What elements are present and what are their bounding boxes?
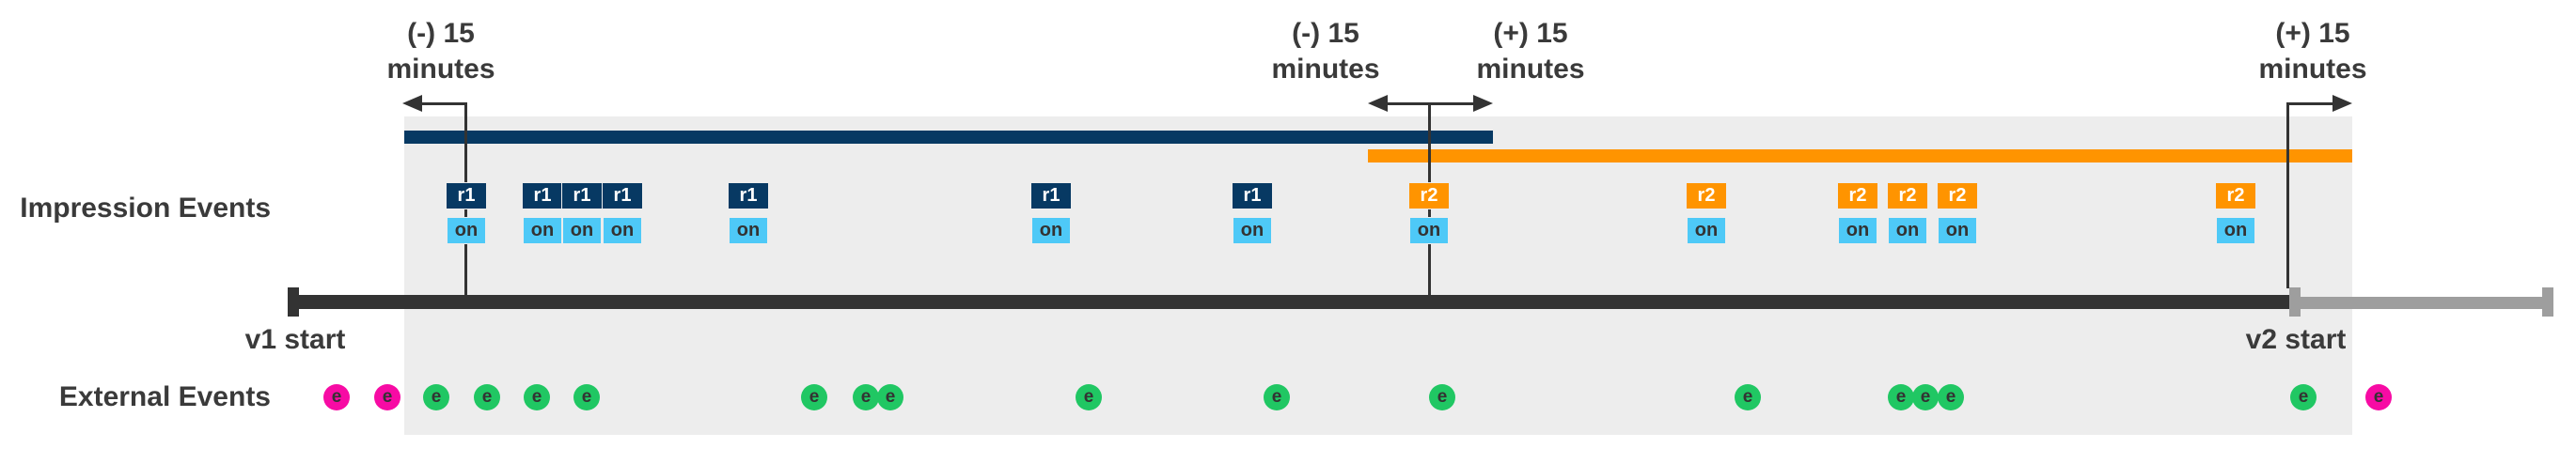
external-event-green: e — [1076, 384, 1102, 410]
impression-event-r2: r2 on — [1888, 183, 1927, 243]
annotation-line1: (-) 15 — [407, 18, 475, 49]
plus-minus-15-arrow-line — [1380, 102, 1480, 105]
external-event-green: e — [524, 384, 550, 410]
impression-event-r1: r1 on — [603, 183, 642, 243]
r2-chip: r2 — [1888, 183, 1927, 209]
impression-event-r1: r1 on — [523, 183, 562, 243]
external-event-green: e — [2290, 384, 2317, 410]
arrowhead-right-icon — [1473, 95, 1493, 112]
arrowhead-left-icon — [1368, 95, 1388, 112]
r2-chip: r2 — [1938, 183, 1977, 209]
r1-active-window-bar — [404, 131, 1493, 144]
external-event-pink: e — [374, 384, 401, 410]
external-event-green: e — [1735, 384, 1761, 410]
annotation-line2: minutes — [2258, 54, 2367, 85]
annotation-line1: (-) 15 — [1292, 18, 1359, 49]
r2-chip: r2 — [1838, 183, 1877, 209]
external-event-green: e — [423, 384, 449, 410]
on-chip: on — [1688, 218, 1725, 243]
v2-plus-15-marker-line — [2286, 103, 2289, 288]
on-chip: on — [2217, 218, 2254, 243]
r1-chip: r1 — [523, 183, 562, 209]
external-event-pink: e — [323, 384, 350, 410]
impression-event-r2: r2 on — [1409, 183, 1449, 243]
external-event-green: e — [1264, 384, 1290, 410]
on-chip: on — [1889, 218, 1926, 243]
external-event-pink: e — [2365, 384, 2392, 410]
external-events-row-label: External Events — [58, 381, 271, 412]
on-chip: on — [730, 218, 767, 243]
external-event-green: e — [573, 384, 600, 410]
impression-event-r2: r2 on — [2216, 183, 2255, 243]
annotation-minus-15-v1: (-) 15 minutes — [386, 16, 495, 87]
external-event-green: e — [474, 384, 500, 410]
on-chip: on — [1410, 218, 1448, 243]
r2-active-window-bar — [1368, 149, 2352, 162]
arrowhead-right-icon — [2333, 95, 2352, 112]
r2-chip: r2 — [2216, 183, 2255, 209]
arrowhead-left-icon — [402, 95, 422, 112]
external-event-green: e — [1888, 384, 1914, 410]
minus-15-arrow-line — [414, 102, 467, 105]
external-event-green: e — [1938, 384, 1964, 410]
r1-chip: r1 — [1031, 183, 1071, 209]
impression-events-row-label: Impression Events — [20, 193, 271, 224]
external-event-green: e — [1429, 384, 1455, 410]
external-event-green: e — [853, 384, 879, 410]
external-event-green: e — [877, 384, 903, 410]
on-chip: on — [1839, 218, 1877, 243]
on-chip: on — [1032, 218, 1070, 243]
r2-chip: r2 — [1409, 183, 1449, 209]
impression-event-r1: r1 on — [1233, 183, 1272, 243]
annotation-plus-15-end: (+) 15 minutes — [2258, 16, 2366, 87]
impression-event-r2: r2 on — [1838, 183, 1877, 243]
annotation-line2: minutes — [386, 54, 495, 85]
plus-15-arrow-line — [2286, 102, 2337, 105]
on-chip: on — [563, 218, 601, 243]
v2-end-cap — [2542, 287, 2553, 317]
annotation-line2: minutes — [1271, 54, 1380, 85]
annotation-line1: (+) 15 — [2275, 18, 2350, 49]
annotation-line1: (+) 15 — [1493, 18, 1568, 49]
impression-event-r2: r2 on — [1687, 183, 1726, 243]
impression-event-r1: r1 on — [447, 183, 486, 243]
r1-chip: r1 — [729, 183, 768, 209]
r1-chip: r1 — [1233, 183, 1272, 209]
impression-event-r1: r1 on — [1031, 183, 1071, 243]
v2-start-label: v2 start — [2245, 324, 2347, 355]
r1-chip: r1 — [603, 183, 642, 209]
r2-chip: r2 — [1687, 183, 1726, 209]
on-chip: on — [604, 218, 641, 243]
r1-chip: r1 — [562, 183, 602, 209]
v1-timeline-segment — [293, 295, 2289, 309]
impression-event-r1: r1 on — [562, 183, 602, 243]
v1-start-label: v1 start — [244, 324, 346, 355]
background-panel — [404, 116, 2352, 435]
annotation-minus-15-v2: (-) 15 minutes — [1271, 16, 1379, 87]
v2-timeline-segment — [2301, 297, 2545, 309]
r1-chip: r1 — [447, 183, 486, 209]
on-chip: on — [524, 218, 561, 243]
external-event-green: e — [1912, 384, 1939, 410]
on-chip: on — [1233, 218, 1271, 243]
v2-start-cap — [2289, 287, 2301, 317]
annotation-plus-15-v2: (+) 15 minutes — [1476, 16, 1584, 87]
v1-start-cap — [288, 287, 299, 317]
external-event-green: e — [801, 384, 827, 410]
annotation-line2: minutes — [1476, 54, 1585, 85]
on-chip: on — [448, 218, 485, 243]
on-chip: on — [1939, 218, 1976, 243]
impression-event-r2: r2 on — [1938, 183, 1977, 243]
impression-event-r1: r1 on — [729, 183, 768, 243]
